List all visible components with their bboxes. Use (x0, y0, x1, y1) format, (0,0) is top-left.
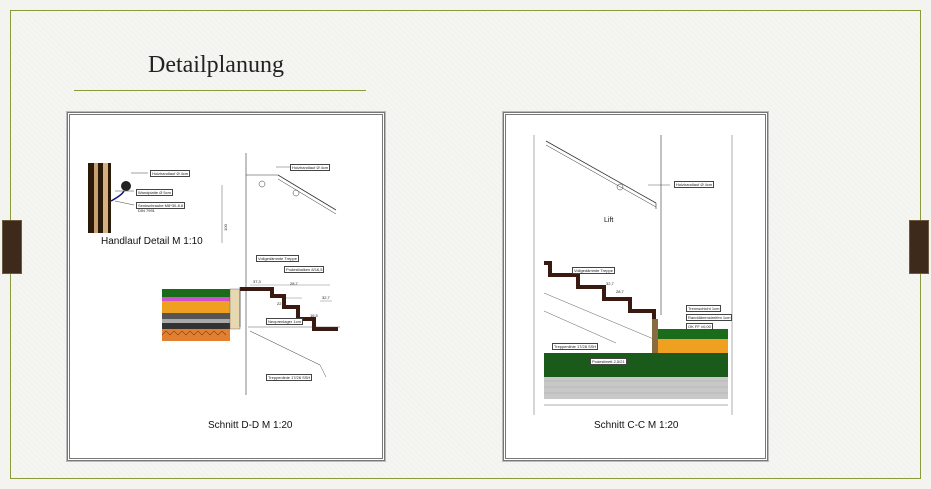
label-edge-insulation: Randdämmstreifen 1cm (686, 314, 733, 321)
title-underline (74, 90, 366, 91)
caption-section-dd: Schnitt D-D M 1:20 (208, 420, 293, 431)
label-okff: OK FF ±0,00 (686, 323, 713, 330)
label-separation-layer: Trennschicht 1cm (686, 305, 722, 312)
slide-title: Detailplanung (148, 52, 284, 78)
floor-layers-cc (544, 319, 728, 406)
label-countersunk-screw: Senkschraube M8*30-8.8 (136, 202, 186, 209)
dim-cc-1: 32,7 (606, 281, 614, 286)
prev-slide-tab[interactable] (2, 220, 22, 274)
label-stair-line-cc: Treppenlinie 17/28 SSH (552, 343, 599, 350)
drawing-section-dd: Holzhandlauf Ø 4cm Wandplatte Ø 5cm Senk… (67, 112, 385, 461)
handrail-detail-graphic (88, 163, 148, 233)
drawing-cc-graphic (533, 135, 733, 415)
label-handrail-top: Holzhandlauf Ø 4cm (290, 164, 331, 171)
dim-5: 16,5 (310, 313, 318, 318)
label-landing-beam: Podestbalken 8/16,5 (284, 266, 325, 273)
label-din: DIN 7991 (138, 208, 155, 213)
label-landing-board: Podestbrett 2,5/21 (590, 358, 627, 365)
dim-2: 28,7 (290, 281, 298, 286)
caption-section-cc: Schnitt C-C M 1:20 (594, 420, 679, 431)
label-stair: Vollgedämmte Treppe (256, 255, 299, 262)
label-neoprene: Neoprenlager 1cm (266, 318, 303, 325)
drawing-section-cc: Holzhandlauf Ø 4cm Lift Vollgedämmte Tre… (503, 112, 768, 461)
dim-3: 32,7 (322, 295, 330, 300)
floor-layers-dd (161, 288, 241, 341)
label-handrail-detail: Holzhandlauf Ø 4cm (150, 170, 191, 177)
stair-profile-dd (240, 287, 338, 331)
label-handrail-cc: Holzhandlauf Ø 4cm (674, 181, 715, 188)
drawing-dd-graphic (88, 153, 340, 395)
dim-cc-2: 28,7 (616, 289, 624, 294)
caption-handrail-detail: Handlauf Detail M 1:10 (101, 236, 203, 247)
label-stair-line: Treppenlinie 17/28 SSH (266, 374, 313, 381)
next-slide-tab[interactable] (909, 220, 929, 274)
dim-height: 100 (222, 224, 228, 231)
label-stair-cc: Vollgedämmte Treppe (572, 267, 615, 274)
stair-profile-cc (544, 261, 656, 325)
dim-1: 37,3 (253, 279, 261, 284)
label-lift: Lift (604, 217, 614, 224)
label-wall-plate: Wandplatte Ø 5cm (136, 189, 173, 196)
dim-4: 22 (277, 301, 282, 306)
